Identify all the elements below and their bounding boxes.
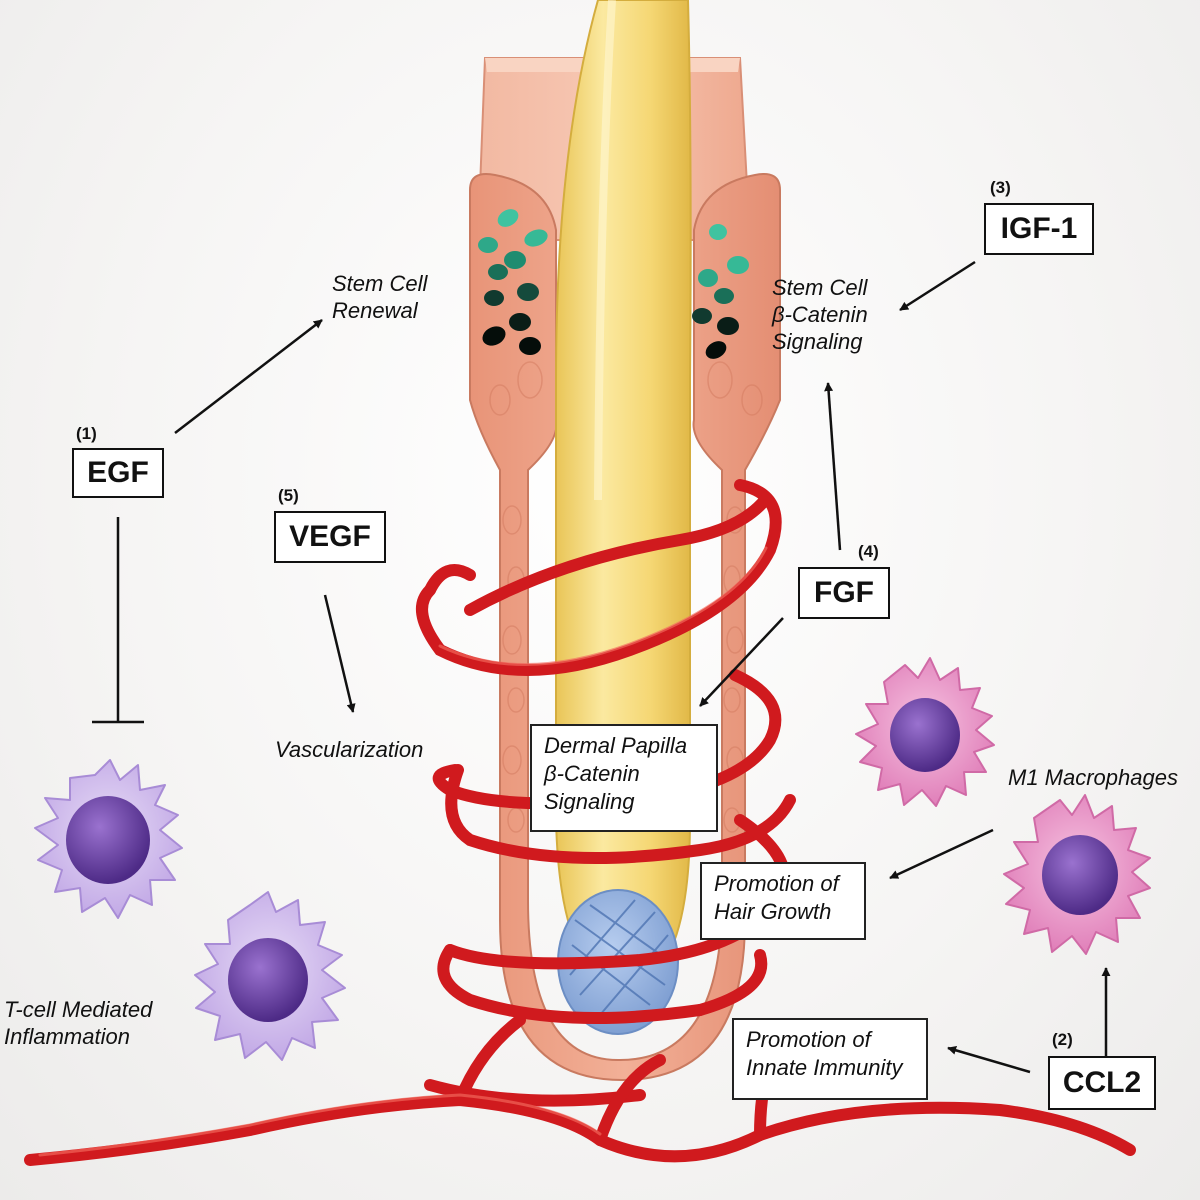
vegf-number: (5) bbox=[278, 486, 299, 505]
vascularization-label: Vascularization bbox=[275, 737, 424, 762]
stem-cells-left bbox=[478, 209, 548, 355]
macrophage-1 bbox=[855, 657, 995, 807]
t-cell-2 bbox=[194, 891, 346, 1061]
arrow-igf1-to-catenin bbox=[899, 260, 976, 312]
tcell-inflammation-label: T-cell Mediated Inflammation bbox=[4, 997, 153, 1049]
m1-macrophages-label: M1 Macrophages bbox=[1008, 765, 1178, 790]
fgf-number: (4) bbox=[858, 542, 879, 561]
arrow-m1-to-hair bbox=[889, 828, 994, 880]
stem-cells-right bbox=[692, 224, 749, 359]
stem-cell-renewal-label: Stem Cell Renewal bbox=[332, 271, 428, 323]
arrow-vegf-to-vasc bbox=[323, 594, 356, 713]
arrow-fgf-to-papilla bbox=[699, 617, 784, 707]
igf1-number: (3) bbox=[990, 178, 1011, 197]
fgf-box: FGF bbox=[798, 567, 890, 619]
hair-growth-box: Promotion of Hair Growth bbox=[700, 862, 866, 940]
follicle-sheath bbox=[469, 173, 781, 1082]
arrow-egf-to-renewal bbox=[174, 319, 323, 434]
ccl2-number: (2) bbox=[1052, 1030, 1073, 1049]
hair-shaft bbox=[555, 0, 692, 992]
ccl2-box: CCL2 bbox=[1048, 1056, 1156, 1110]
egf-number: (1) bbox=[76, 424, 97, 443]
egf-box: EGF bbox=[72, 448, 164, 498]
macrophage-2 bbox=[1003, 794, 1151, 955]
arrow-fgf-to-catenin bbox=[824, 382, 842, 551]
igf1-box: IGF-1 bbox=[984, 203, 1094, 255]
dermal-papilla-box: Dermal Papilla β-Catenin Signaling bbox=[530, 724, 718, 832]
arrow-ccl2-to-innate bbox=[947, 1045, 1031, 1074]
stem-cell-catenin-label: Stem Cell β-Catenin Signaling bbox=[772, 275, 868, 354]
t-cell-1 bbox=[34, 759, 183, 919]
vegf-box: VEGF bbox=[274, 511, 386, 563]
innate-immunity-box: Promotion of Innate Immunity bbox=[732, 1018, 928, 1100]
pathway-arrows bbox=[92, 260, 1111, 1074]
